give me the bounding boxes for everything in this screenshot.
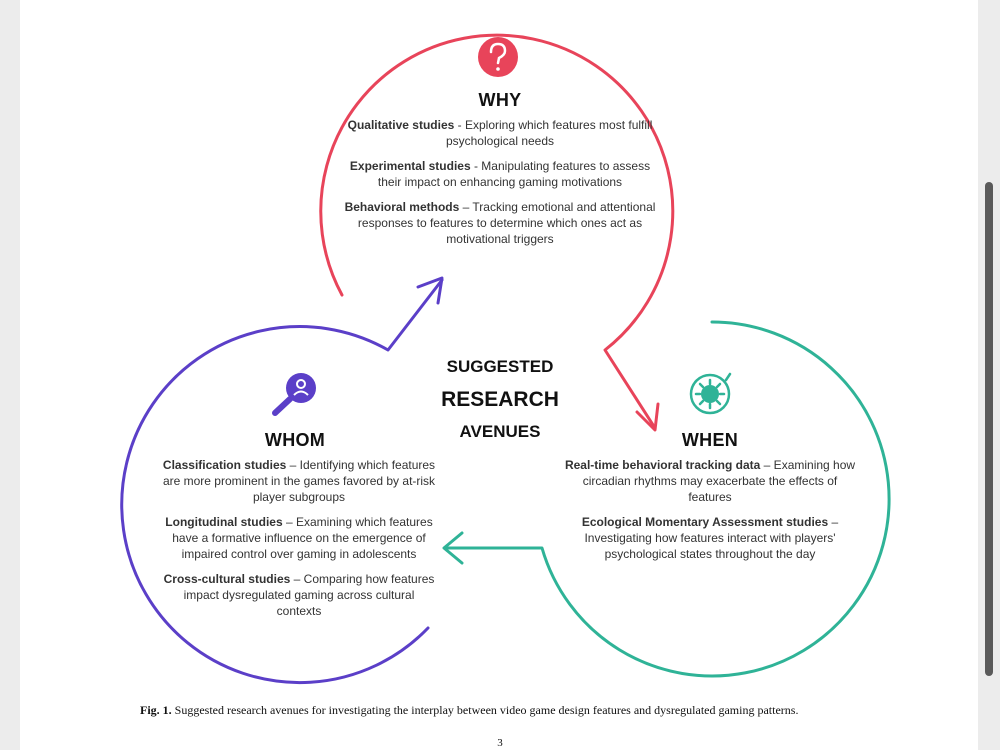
figure-caption: Fig. 1. Suggested research avenues for i…: [140, 703, 900, 718]
when-item: Ecological Momentary Assessment studies …: [581, 515, 839, 561]
why-item: Behavioral methods – Tracking emotional …: [344, 200, 656, 246]
user-search-icon: [272, 373, 316, 416]
center-title-line3: AVENUES: [459, 422, 541, 441]
why-arrowhead: [635, 402, 660, 432]
question-icon: [478, 37, 518, 77]
when-text-block: Real-time behavioral tracking data – Exa…: [560, 457, 860, 571]
whom-item: Classification studies – Identifying whi…: [162, 458, 436, 504]
why-text-block: Qualitative studies - Exploring which fe…: [340, 117, 660, 256]
when-circle-arc: [443, 320, 891, 678]
whom-heading: WHOM: [264, 430, 326, 450]
circadian-clock-icon: [689, 372, 732, 415]
center-title-line1: SUGGESTED: [446, 357, 554, 376]
figure-caption-label: Fig. 1.: [140, 703, 172, 717]
when-item: Real-time behavioral tracking data – Exa…: [564, 458, 856, 504]
whom-text-block: Classification studies – Identifying whi…: [160, 457, 438, 628]
center-title-line2: RESEARCH: [441, 388, 559, 411]
center-title: SUGGESTED RESEARCH AVENUES: [420, 357, 580, 442]
whom-circle-arc: [120, 278, 444, 685]
scrollbar-thumb[interactable]: [985, 182, 993, 676]
why-item: Qualitative studies - Exploring which fe…: [347, 118, 653, 148]
whom-item: Longitudinal studies – Examining which f…: [165, 515, 433, 561]
figure-caption-text: Suggested research avenues for investiga…: [171, 703, 799, 717]
why-circle-arc: [319, 33, 675, 430]
when-arrowhead: [442, 531, 464, 565]
why-item: Experimental studies - Manipulating feat…: [349, 159, 651, 189]
whom-item: Cross-cultural studies – Comparing how f…: [163, 572, 435, 618]
why-heading: WHY: [478, 90, 522, 110]
page-number: 3: [497, 737, 503, 749]
whom-arrowhead: [416, 276, 444, 305]
when-heading: WHEN: [681, 430, 739, 450]
